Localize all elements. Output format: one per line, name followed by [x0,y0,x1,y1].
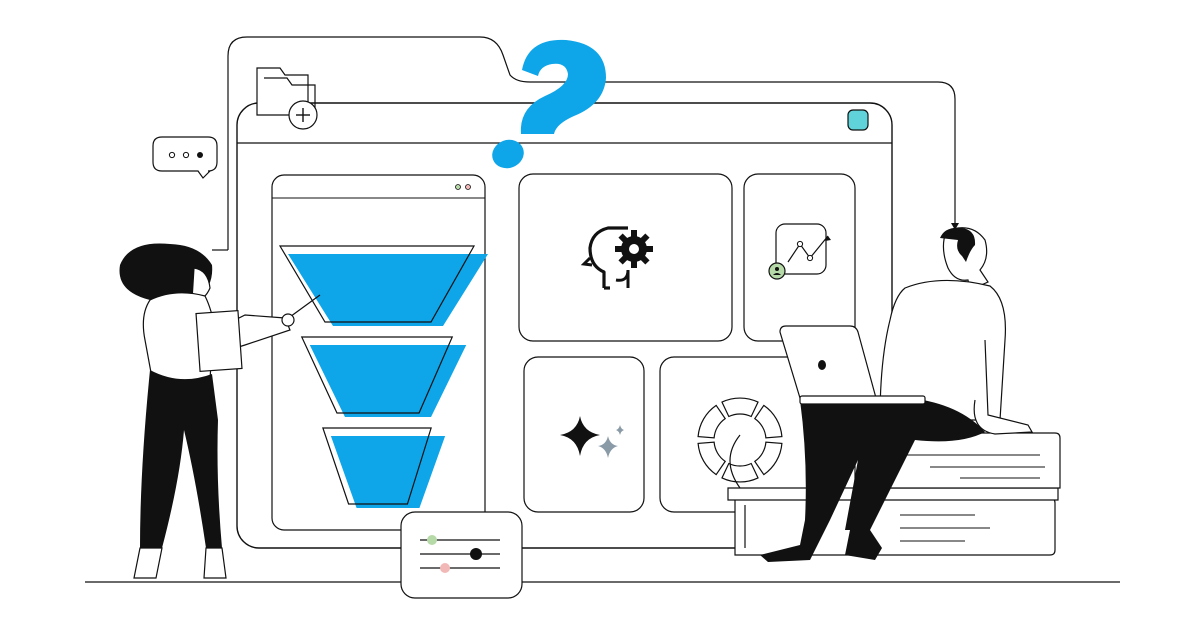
donut-segment [753,441,783,476]
user-growth-chart-icon [768,223,831,280]
donut-segment [697,404,727,439]
funnel-stage-3 [322,427,446,508]
donut-segment [721,397,759,418]
man-with-laptop [760,227,1034,562]
laptop-icon [818,360,826,370]
sparkle-icon [560,416,624,458]
folder-plus-icon[interactable] [256,67,318,130]
donut-segment [753,404,783,439]
funnel-stage-2 [300,336,467,417]
funnel-chart [278,245,488,508]
donut-segment [697,441,727,476]
connector-arrow [951,223,959,230]
sliders-icon [420,535,500,573]
funnel-stage-1 [278,245,488,326]
sliders-widget[interactable] [400,511,523,599]
question-mark-icon [492,39,606,169]
window-status-dot [847,109,869,131]
head-gear-icon [580,226,653,290]
connector-line [227,36,956,250]
donut-segment [721,462,759,483]
chat-bubble-icon [152,136,218,179]
woman-presenter [119,243,321,579]
